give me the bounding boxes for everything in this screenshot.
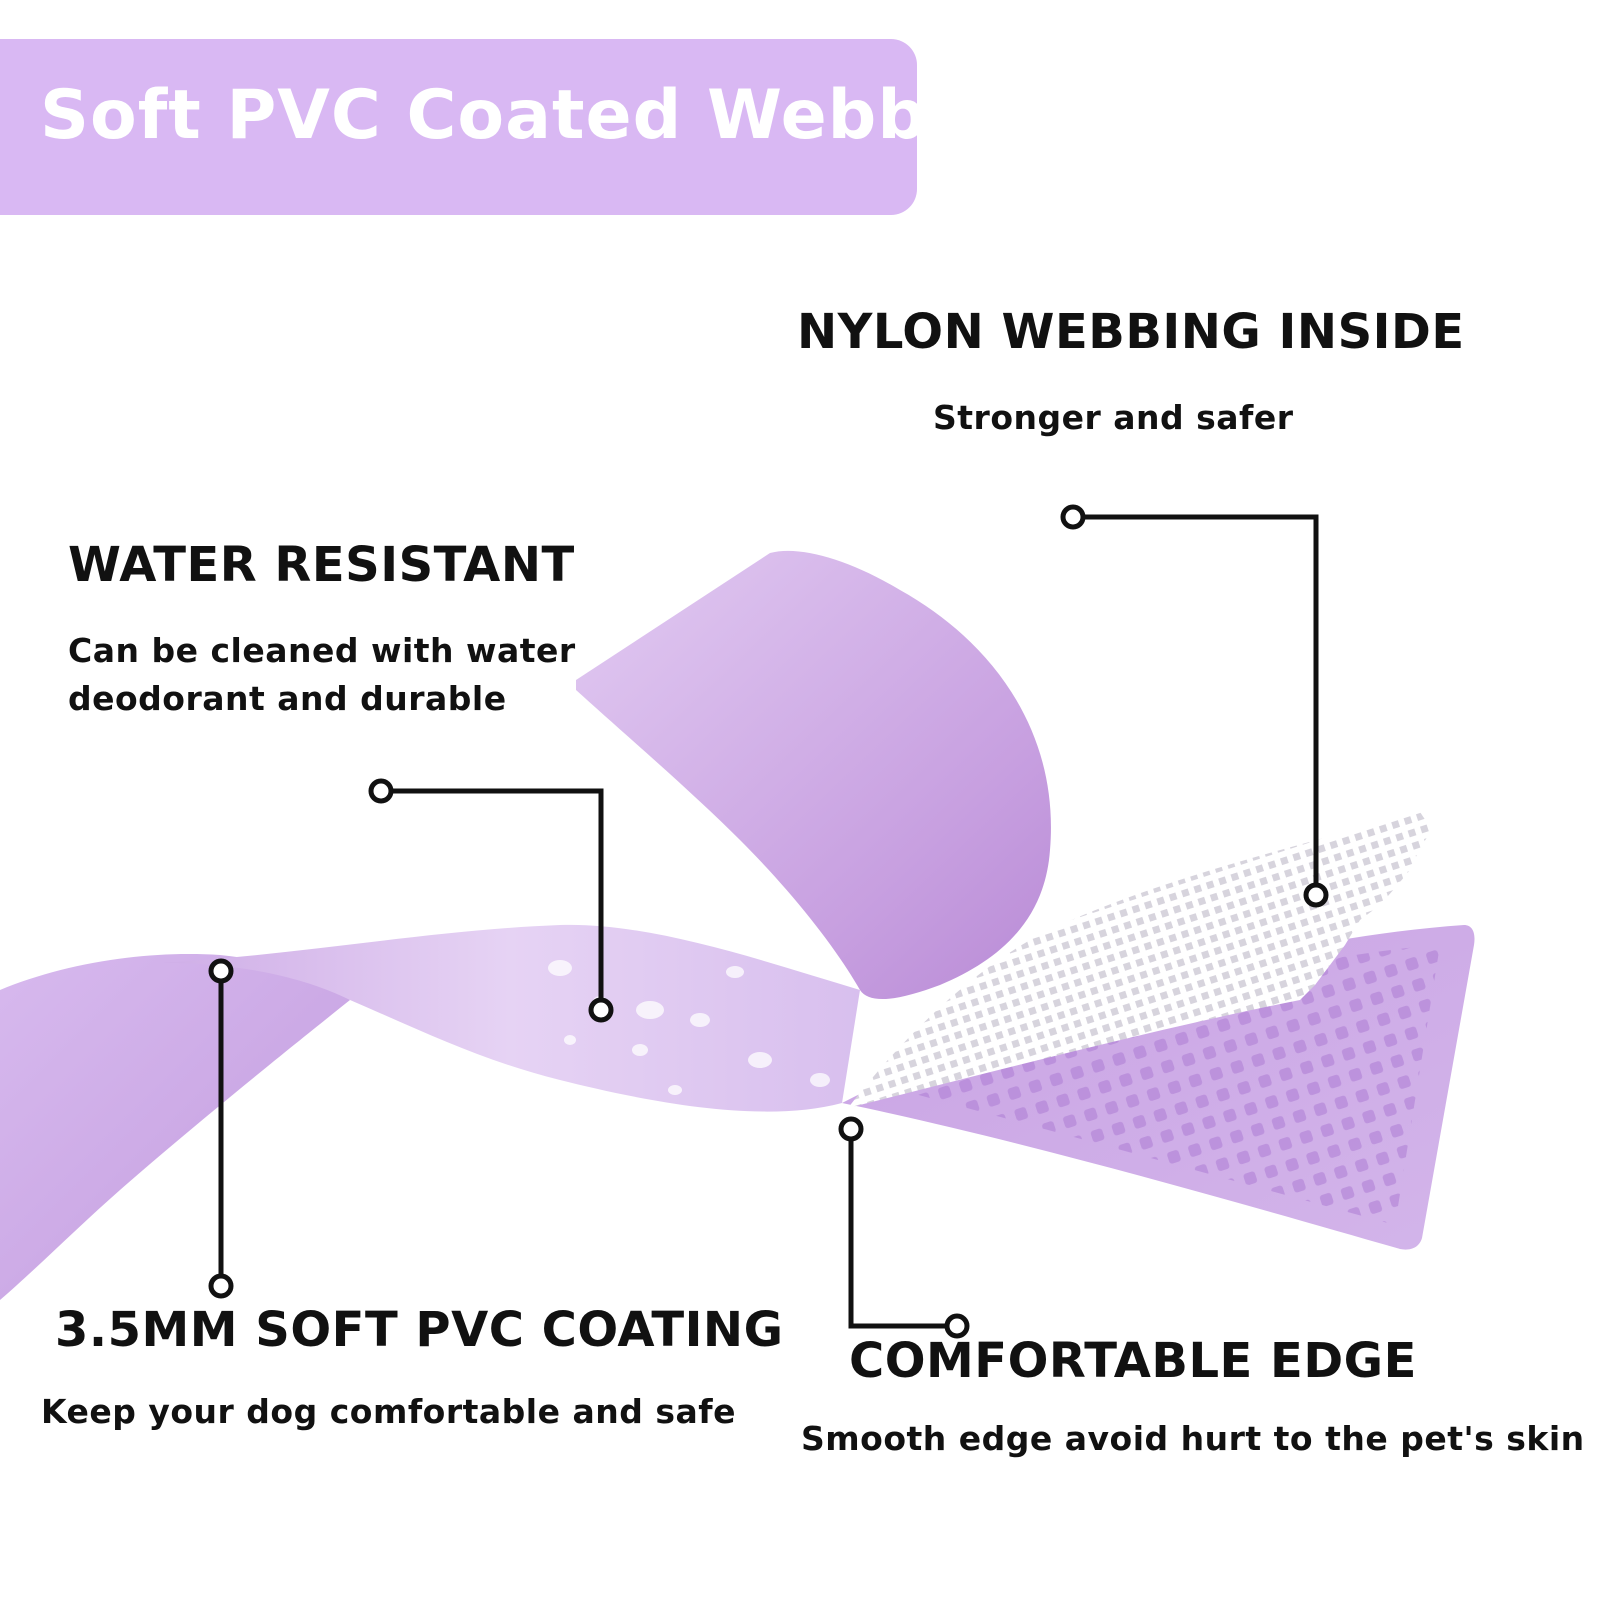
callout-lines xyxy=(218,514,1319,1329)
coating-callout-dot-start xyxy=(208,958,234,984)
nylon-callout-line xyxy=(1073,514,1319,895)
water-description-line1: Can be cleaned with water xyxy=(68,631,576,670)
coating-heading: 3.5MM SOFT PVC COATING xyxy=(55,1302,784,1358)
banner-title: Soft PVC Coated Webbing xyxy=(40,76,1051,155)
water-description-line2: deodorant and durable xyxy=(68,679,507,718)
coating-description: Keep your dog comfortable and safe xyxy=(41,1392,736,1431)
nylon-mesh xyxy=(848,812,1432,1108)
coating-callout-dot-end xyxy=(208,1273,234,1299)
nylon-description: Stronger and safer xyxy=(933,398,1294,437)
water-callout-dot-start xyxy=(368,778,394,804)
middle-strap xyxy=(160,924,860,1112)
edge-callout-dot-start xyxy=(838,1116,864,1142)
folded-strap xyxy=(576,550,1051,1000)
water-callout-line xyxy=(381,788,604,1010)
water-heading: WATER RESISTANT xyxy=(68,537,575,593)
edge-description: Smooth edge avoid hurt to the pet's skin xyxy=(801,1419,1585,1458)
edge-callout-line xyxy=(848,1129,957,1329)
edge-heading: COMFORTABLE EDGE xyxy=(849,1333,1417,1389)
nylon-callout-dot-end xyxy=(1303,882,1329,908)
lower-strap-layer xyxy=(842,925,1475,1250)
nylon-callout-dot-start xyxy=(1060,504,1086,530)
callout-dots xyxy=(208,504,1329,1339)
water-droplets xyxy=(548,960,830,1095)
edge-callout-dot-end xyxy=(944,1313,970,1339)
left-strap xyxy=(0,954,350,1300)
nylon-heading: NYLON WEBBING INSIDE xyxy=(797,304,1465,360)
title-banner xyxy=(0,39,917,215)
water-callout-dot-end xyxy=(588,997,614,1023)
